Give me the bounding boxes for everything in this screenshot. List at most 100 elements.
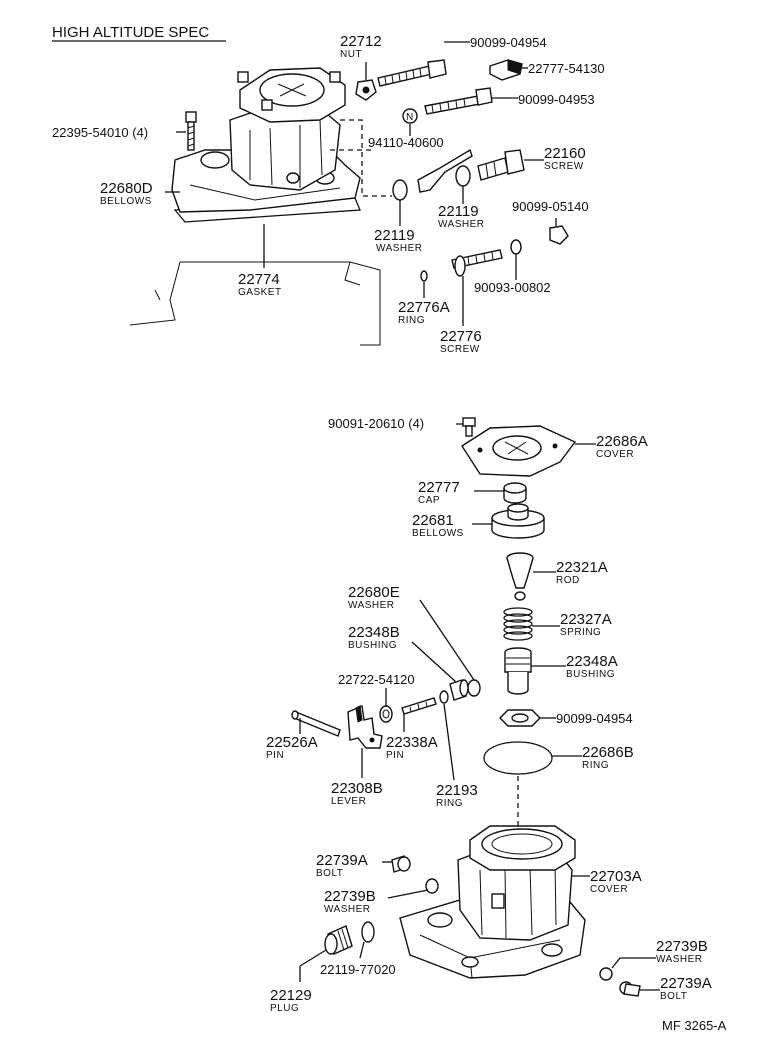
label-22739b-right-name: WASHER [656,954,703,965]
label-22160-name: SCREW [544,161,584,172]
label-22739b-left-name: WASHER [324,904,371,915]
label-22739a-left-name: BOLT [316,868,343,879]
leader-22348b [411,641,457,683]
washer-22119-left-part [392,179,408,201]
label-22680e-number: 22680E [348,584,400,601]
label-22526a-number: 22526A [266,734,318,751]
washer-22119-77020-part [361,921,375,943]
label-22129-name: PLUG [270,1003,299,1014]
pin-22526a-part [291,710,341,737]
label-22712-name: NUT [340,49,362,60]
leader-22193 [443,703,455,781]
label-22119-left-name: WASHER [376,243,423,254]
clip-22777-54130 [489,59,523,81]
label-22712-number: 22712 [340,33,382,50]
label-22338a-number: 22338A [386,734,438,751]
label-22327a-number: 22327A [560,611,612,628]
leader-22129 [299,949,327,982]
label-22686a-number: 22686A [596,433,648,450]
label-94110-40600: 94110-40600 [368,135,444,150]
label-22348b-name: BUSHING [348,640,397,651]
leader-22739b-right [611,957,656,969]
bolt-90099-04953 [424,87,493,115]
label-22129-number: 22129 [270,987,312,1004]
leader-22119-77020 [359,941,365,959]
bolt-22739a-right-part [619,981,641,997]
nut-90099-04954-lower [499,709,541,727]
label-22686b-number: 22686B [582,744,634,761]
nut-22712 [355,79,377,101]
bushing-22348a [504,647,532,695]
bolt-22395-54010 [185,111,197,151]
label-22777-54130: 22777-54130 [528,61,605,76]
bolt-90099-04954-top [377,59,447,87]
label-22321a-number: 22321A [556,559,608,576]
label-22680d-name: BELLOWS [100,196,152,207]
upper-carburetor-assembly-drawing [129,67,381,346]
label-22119-right-name: WASHER [438,219,485,230]
ring-22686b [483,741,553,775]
label-22348a-number: 22348A [566,653,618,670]
label-22681-name: BELLOWS [412,528,464,539]
label-22681-number: 22681 [412,512,454,529]
label-22119-left-number: 22119 [374,227,415,244]
label-22739a-right-name: BOLT [660,991,687,1002]
washer-22680e-part [467,679,481,697]
dash-guide-1 [340,119,392,197]
label-90099-05140: 90099-05140 [512,199,589,214]
label-22308b-name: LEVER [331,796,366,807]
bolt-22739a-left-part [391,855,411,873]
link-arm [417,148,473,193]
label-22686a-name: COVER [596,449,634,460]
footer-reference: MF 3265-A [662,1018,727,1033]
screw-90091-20610 [462,417,476,437]
label-90099-04954-top: 90099-04954 [470,35,547,50]
screw-22776 [451,249,503,277]
label-22395-54010: 22395-54010 (4) [52,125,148,140]
washer-22739b-right-part [599,967,613,981]
washer-22739b-left-part [425,878,439,894]
ring-22776a-part [420,270,428,282]
label-22739b-right-number: 22739B [656,938,708,955]
label-22193-number: 22193 [436,782,478,799]
bushing-22348b-part [449,679,469,701]
nut-90099-05140 [549,225,569,245]
washer-90093-00802-part [510,239,522,255]
label-22776a-number: 22776A [398,299,450,316]
label-22776-name: SCREW [440,344,480,355]
label-22703a-name: COVER [590,884,628,895]
leader-22739b-left [387,889,429,899]
washer-22119-right-part [455,165,471,187]
pin-22338a-part [401,697,437,715]
label-22777-name: CAP [418,495,440,506]
header-title: HIGH ALTITUDE SPEC [52,24,209,41]
label-22774-name: GASKET [238,287,282,298]
label-22776-number: 22776 [440,328,482,345]
spring-22327a [503,607,533,641]
label-22739b-left-number: 22739B [324,888,376,905]
label-22160-number: 22160 [544,145,586,162]
label-22119-right-number: 22119 [438,203,479,220]
label-22686b-name: RING [582,760,609,771]
label-22119-77020: 22119-77020 [320,962,396,977]
label-90091-20610: 90091-20610 (4) [328,416,424,431]
label-22193-name: RING [436,798,463,809]
label-90099-04954-lower: 90099-04954 [556,711,633,726]
label-22308b-number: 22308B [331,780,383,797]
plug-22129-part [324,925,353,955]
label-22739a-left-number: 22739A [316,852,368,869]
label-22327a-name: SPRING [560,627,601,638]
label-22321a-name: ROD [556,575,580,586]
cap-22777 [503,482,527,504]
label-22680d-number: 22680D [100,180,153,197]
ring-22193-part [439,690,449,704]
label-90099-04953: 90099-04953 [518,92,595,107]
n-nut-94110-40600: N [402,108,418,124]
label-22348b-number: 22348B [348,624,400,641]
label-22680e-name: WASHER [348,600,395,611]
label-90093-00802: 90093-00802 [474,280,551,295]
part-22722-54120 [379,705,393,723]
n-mark: N [406,112,414,123]
leader-22680e [419,599,475,681]
